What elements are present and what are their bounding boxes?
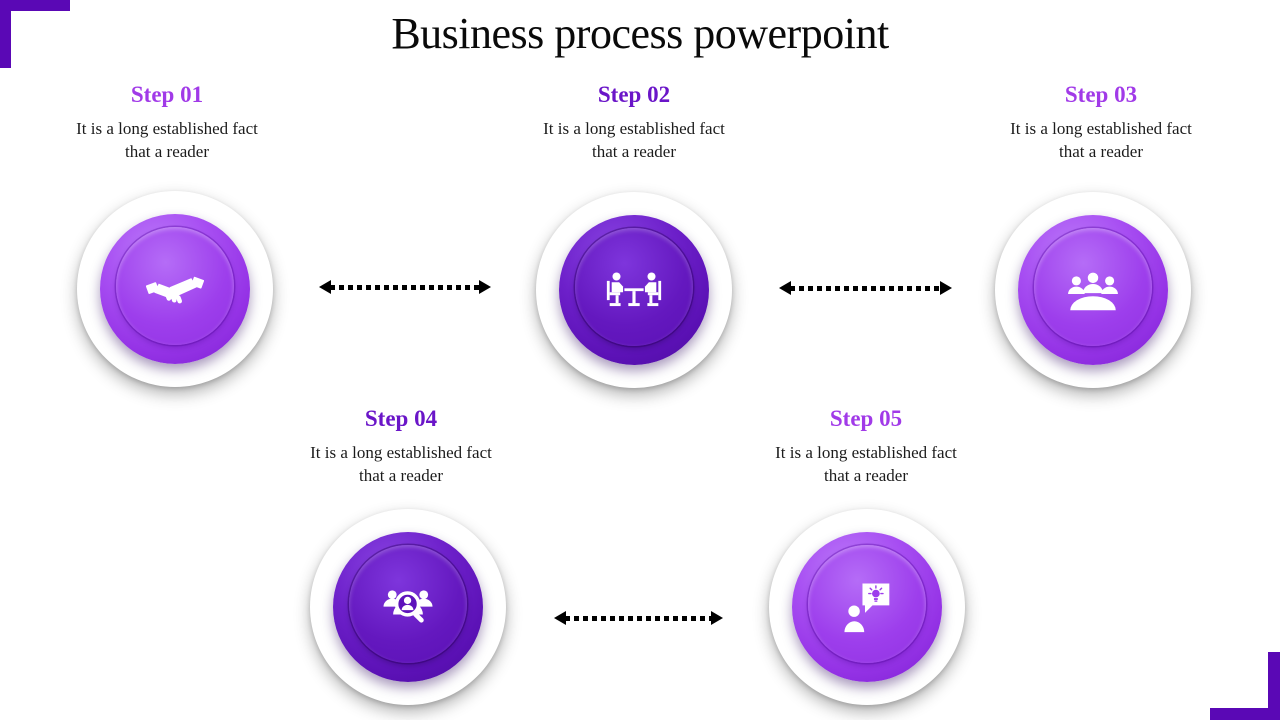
step-04-description: It is a long established fact that a rea… <box>310 443 492 486</box>
step-04-label: Step 04 <box>364 406 438 431</box>
connector-arrow-2 <box>779 280 952 296</box>
step-05-block: Step 05 It is a long established fact th… <box>746 406 986 488</box>
corner-accent-bottom-right-vertical <box>1268 652 1280 720</box>
arrow-left-head-icon <box>554 611 566 625</box>
corner-accent-top-left-vertical <box>0 0 11 68</box>
step-02-disc-inner <box>575 228 693 346</box>
arrow-left-head-icon <box>779 281 791 295</box>
step-05-disc <box>792 532 942 682</box>
step-04-block: Step 04 It is a long established fact th… <box>281 406 521 488</box>
arrow-right-head-icon <box>940 281 952 295</box>
step-02-disc <box>559 215 709 365</box>
slide-title: Business process powerpoint <box>391 9 889 58</box>
step-03-description: It is a long established fact that a rea… <box>1010 119 1192 162</box>
idea-speech-bubble-icon <box>843 583 889 633</box>
step-02-label: Step 02 <box>597 82 671 107</box>
arrow-right-head-icon <box>711 611 723 625</box>
arrow-dotted-line <box>565 615 712 621</box>
step-02-block: Step 02 It is a long established fact th… <box>514 82 754 164</box>
step-01-description: It is a long established fact that a rea… <box>76 119 258 162</box>
group-round-table-icon <box>1068 272 1118 310</box>
step-04-badge <box>310 509 506 705</box>
people-search-icon <box>383 590 433 623</box>
step-02-badge <box>536 192 732 388</box>
arrow-right-head-icon <box>479 280 491 294</box>
connector-arrow-1 <box>319 279 491 295</box>
step-01-block: Step 01 It is a long established fact th… <box>47 82 287 164</box>
step-05-description: It is a long established fact that a rea… <box>775 443 957 486</box>
corner-accent-bottom-right-horizontal <box>1210 708 1280 720</box>
step-03-badge <box>995 192 1191 388</box>
arrow-dotted-line <box>330 284 480 290</box>
arrow-left-head-icon <box>319 280 331 294</box>
step-01-label: Step 01 <box>130 82 204 107</box>
step-02-description: It is a long established fact that a rea… <box>543 119 725 162</box>
step-03-block: Step 03 It is a long established fact th… <box>981 82 1221 164</box>
step-03-disc <box>1018 215 1168 365</box>
step-03-label: Step 03 <box>1064 82 1138 107</box>
step-05-badge <box>769 509 965 705</box>
step-04-disc <box>333 532 483 682</box>
step-01-badge <box>77 191 273 387</box>
handshake-icon <box>146 276 204 304</box>
connector-arrow-3 <box>554 610 723 626</box>
arrow-dotted-line <box>790 285 941 291</box>
meeting-icon <box>606 271 662 306</box>
step-01-disc <box>100 214 250 364</box>
step-05-label: Step 05 <box>829 406 903 431</box>
corner-accent-top-left-horizontal <box>0 0 70 11</box>
